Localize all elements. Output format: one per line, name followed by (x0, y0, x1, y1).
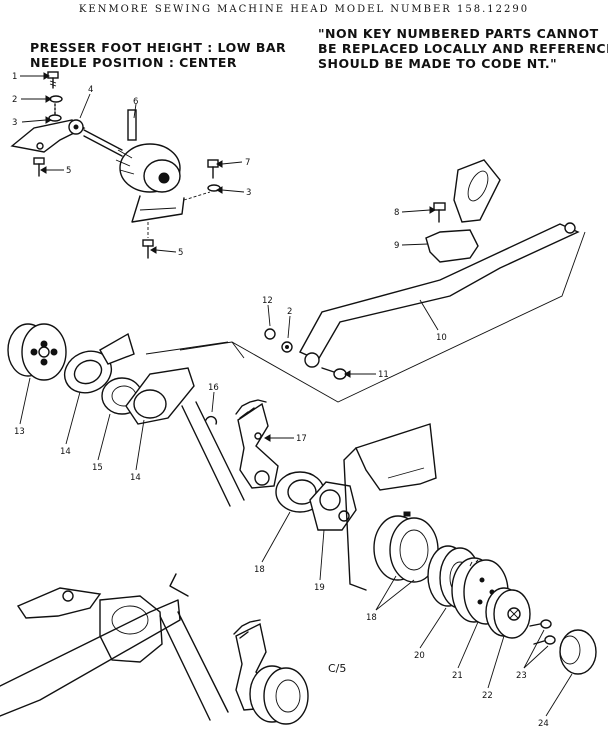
callout-14b: 14 (130, 473, 141, 483)
callout-11: 11 (378, 370, 389, 380)
top-left-assembly (10, 71, 221, 259)
cam-stack-assembly (7, 323, 357, 531)
part-10-feed-link (299, 223, 580, 361)
assembled-view (0, 573, 309, 725)
callout-22: 22 (482, 691, 493, 701)
cam-stack-outline (145, 341, 245, 359)
callout-3b: 3 (246, 188, 251, 198)
part-3-lock-washer (48, 114, 62, 122)
cover-plate (343, 423, 437, 591)
note-line-3: SHOULD BE MADE TO CODE NT." (318, 56, 558, 71)
bracket-plate (10, 119, 86, 153)
knob-assembly (373, 511, 597, 675)
callout-10: 10 (436, 333, 447, 343)
callout-23: 23 (516, 671, 527, 681)
assembly-outline (179, 231, 586, 403)
part-13-pattern-cam (7, 323, 67, 381)
callout-24: 24 (538, 719, 549, 729)
note-line-2: BE REPLACED LOCALLY AND REFERENCE (318, 41, 608, 56)
page-code: C/5 (328, 662, 346, 675)
callout-17: 17 (296, 434, 307, 444)
callout-16: 16 (208, 383, 219, 393)
part-24-knob-cover (559, 629, 597, 675)
callout-9: 9 (394, 241, 399, 251)
part-14-cam-washer (63, 332, 135, 394)
callout-7: 7 (245, 158, 250, 168)
part-12-nut (264, 328, 276, 340)
part-1-screw (47, 71, 59, 89)
callout-3: 3 (12, 118, 17, 128)
assembled-knob (249, 665, 309, 725)
callout-14: 14 (60, 447, 71, 457)
link-arm-assembly (179, 159, 586, 403)
callout-1: 1 (12, 72, 17, 82)
part-8-screw (433, 202, 446, 223)
callout-8: 8 (394, 208, 399, 218)
callout-2b: 2 (287, 307, 292, 317)
callout-15: 15 (92, 463, 103, 473)
assembled-regulator (99, 595, 163, 663)
part-11-shoulder-screw (321, 367, 347, 380)
note-line-1: "NON KEY NUMBERED PARTS CANNOT (318, 26, 599, 41)
callout-4: 4 (88, 85, 93, 95)
part-7-screw (207, 159, 219, 179)
part-23-screws (529, 619, 556, 645)
page-header: KENMORE SEWING MACHINE HEAD MODEL NUMBER… (78, 4, 530, 15)
part-22-knob-cap (485, 587, 531, 639)
part-9-slotted-plate (453, 159, 501, 223)
part-5-screw-a (33, 157, 45, 177)
part-5-screw-b (142, 239, 154, 259)
callout-18b: 18 (366, 613, 377, 623)
part-9-bracket (425, 229, 479, 263)
part-16-retaining-ring (205, 415, 218, 425)
callout-2: 2 (12, 95, 17, 105)
callout-19: 19 (314, 583, 325, 593)
follower-arm (181, 401, 245, 507)
callout-20: 20 (414, 651, 425, 661)
regulator-shaft (83, 129, 123, 151)
assembled-follower (159, 611, 229, 721)
part-14-cam-plate (125, 367, 195, 425)
callout-5b: 5 (178, 248, 183, 258)
assembled-feed-link (0, 599, 181, 717)
callout-12: 12 (262, 296, 273, 306)
callout-21: 21 (452, 671, 463, 681)
callout-18: 18 (254, 565, 265, 575)
part-18-knob-housing (373, 511, 439, 583)
callout-6: 6 (133, 97, 138, 107)
assembled-bracket (16, 587, 102, 619)
callout-numbers: 1 2 3 4 5 6 7 3 5 8 9 12 2 10 11 13 14 1… (12, 72, 549, 729)
spec-line-presser-foot: PRESSER FOOT HEIGHT : LOW BAR (30, 40, 287, 55)
callout-13: 13 (14, 427, 25, 437)
spec-line-needle-position: NEEDLE POSITION : CENTER (30, 55, 238, 70)
part-17-cam-follower (235, 399, 279, 489)
callout-5: 5 (66, 166, 71, 176)
leader-lines (19, 72, 573, 717)
part-6-stitch-regulator (115, 109, 185, 223)
